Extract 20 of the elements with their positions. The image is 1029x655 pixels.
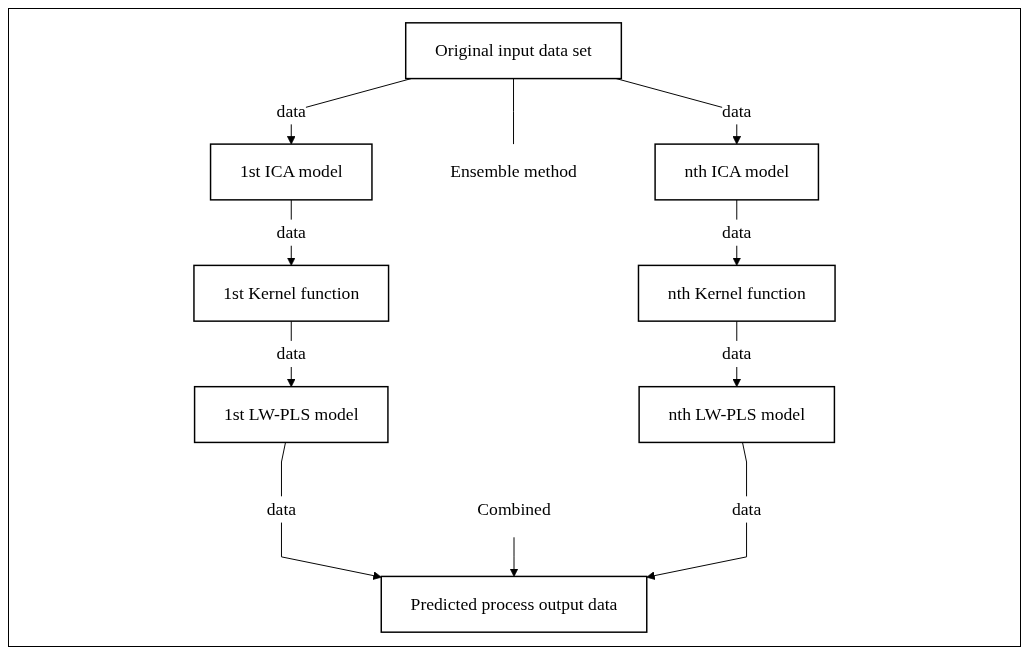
edge-label: data bbox=[722, 101, 752, 121]
edge-label: data bbox=[722, 222, 752, 242]
node-box bbox=[193, 264, 390, 322]
diagram-frame: data data data data data data data data Original input data set 1st ICA model Ensemble method nth ICA model 1st Kernel function nth Kernel function 1st LW-PLS model Combined nth LW-PLS model Predicted process output data bbox=[8, 8, 1021, 647]
node-box bbox=[209, 143, 373, 201]
connector bbox=[513, 78, 514, 145]
node-box bbox=[637, 264, 836, 322]
node-text: Combined bbox=[477, 499, 551, 519]
node-box bbox=[380, 575, 648, 633]
node-box bbox=[193, 385, 389, 444]
edge-label: data bbox=[722, 343, 752, 364]
edge-label: data bbox=[276, 101, 306, 121]
node-text: Ensemble method bbox=[450, 161, 577, 182]
edge-label: data bbox=[276, 343, 306, 364]
node-box bbox=[638, 385, 836, 444]
edge-label: data bbox=[266, 499, 297, 519]
edge-label: data bbox=[276, 222, 306, 242]
edge-label: data bbox=[731, 499, 762, 519]
node-box bbox=[654, 143, 820, 201]
node-box bbox=[404, 22, 623, 80]
